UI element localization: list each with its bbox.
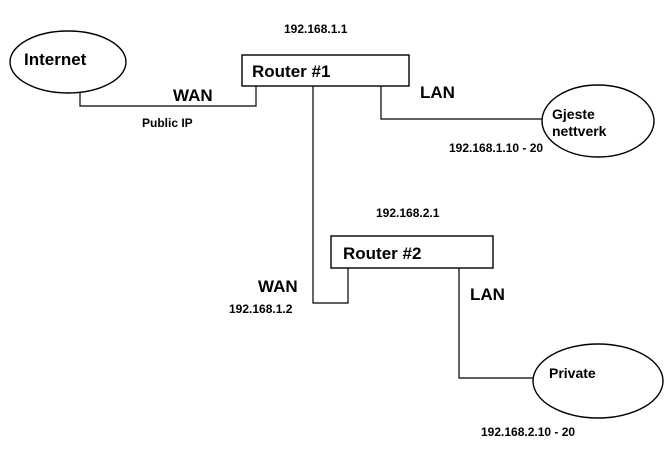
private-network-node: Private <box>532 343 664 419</box>
link-router2-private <box>458 268 538 379</box>
guest-network-ip-range: 192.168.1.10 - 20 <box>449 141 543 155</box>
private-network-ip-range: 192.168.2.10 - 20 <box>481 425 575 439</box>
router1-ip: 192.168.1.1 <box>284 22 348 36</box>
router1-node: Router #1 <box>241 54 410 87</box>
router2-ip: 192.168.2.1 <box>376 206 440 220</box>
link-router1-guest <box>380 86 552 120</box>
link-internet-router1 <box>79 84 257 107</box>
public-ip-label: Public IP <box>142 116 193 130</box>
internet-ellipse <box>9 30 127 94</box>
wan-label-router2: WAN <box>258 277 298 296</box>
router2-wan-ip: 192.168.1.2 <box>229 302 293 316</box>
guest-network-ellipse <box>541 84 655 158</box>
internet-node: Internet <box>9 30 127 94</box>
lan-label-private: LAN <box>470 285 505 304</box>
lan-label-guest: LAN <box>420 83 455 102</box>
router2-node: Router #2 <box>330 235 494 269</box>
router1-box <box>241 54 410 87</box>
guest-network-label-line1: Gjeste <box>552 106 595 122</box>
internet-label: Internet <box>24 50 87 69</box>
router1-label: Router #1 <box>252 62 330 81</box>
private-network-ellipse <box>532 343 664 419</box>
router2-box <box>330 235 494 269</box>
guest-network-label-line2: nettverk <box>552 123 607 139</box>
guest-network-node: Gjeste nettverk <box>541 84 655 158</box>
private-network-label: Private <box>549 365 596 381</box>
link-router1-router2 <box>312 86 349 304</box>
wan-label-internet: WAN <box>173 86 213 105</box>
router2-label: Router #2 <box>343 244 421 263</box>
